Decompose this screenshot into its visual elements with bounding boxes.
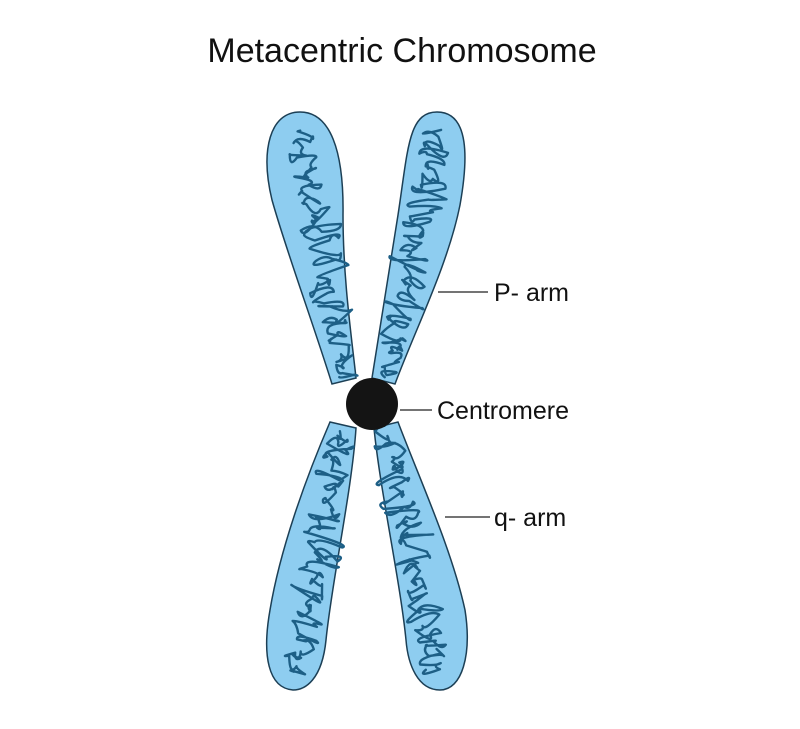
diagram-title: Metacentric Chromosome xyxy=(207,32,596,70)
p-arm-label: P- arm xyxy=(494,279,569,307)
chromatin-coils xyxy=(283,128,450,676)
q-arm-right-chromatin xyxy=(373,424,447,676)
p-arm-left-chromatin xyxy=(288,129,359,379)
q-arm-left-chromatin xyxy=(283,430,355,676)
p-arm-right-chromatin xyxy=(379,128,450,379)
centromere-label: Centromere xyxy=(437,397,569,425)
q-arm-label: q- arm xyxy=(494,504,566,532)
centromere xyxy=(346,378,398,430)
chromosome xyxy=(265,111,468,691)
